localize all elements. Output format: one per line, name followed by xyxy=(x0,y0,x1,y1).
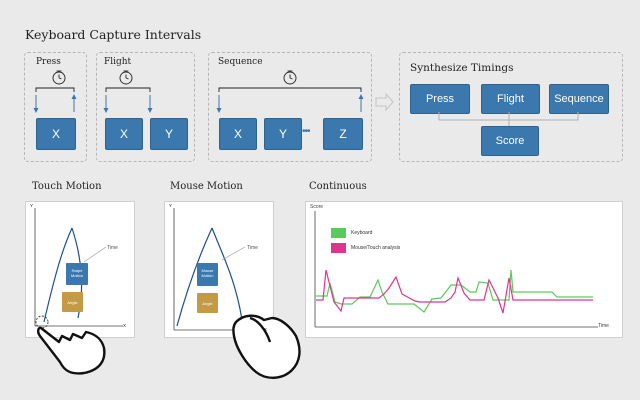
flight-group xyxy=(96,52,195,162)
mouse-motion-title: Mouse Motion xyxy=(170,181,243,192)
continuous-panel xyxy=(305,201,623,338)
touch-angle-box xyxy=(62,292,83,312)
legend-keyboard-swatch xyxy=(331,228,346,238)
touch-point-icon xyxy=(35,315,49,329)
press-key-x: X xyxy=(36,118,76,150)
press-bracket xyxy=(35,70,75,92)
touch-hand-icon xyxy=(37,326,106,375)
continuous-x-label: Time xyxy=(598,323,609,329)
continuous-y-label: Score xyxy=(310,204,324,210)
mouse-trajectory-a xyxy=(176,227,213,327)
flight-bracket xyxy=(105,70,151,92)
flow-arrow-icon xyxy=(375,92,394,112)
touch-motion-title: Touch Motion xyxy=(32,181,102,192)
synth-score-button: Score xyxy=(481,126,539,156)
mouse-touch-series xyxy=(316,269,593,314)
press-group xyxy=(24,52,87,162)
mouse-swipe-label: Mouse Motion xyxy=(201,268,214,278)
touch-time-label: Time xyxy=(107,245,118,251)
synth-connector xyxy=(438,112,579,126)
touch-y-label: Y xyxy=(30,203,34,208)
flight-label: Flight xyxy=(104,57,132,67)
mouse-angle-label: Angle xyxy=(202,301,213,306)
touch-swipe-box xyxy=(66,263,88,285)
legend-mouse-label: Mouse/Touch analysis xyxy=(351,245,401,251)
mouse-swipe-box xyxy=(197,263,218,286)
synth-sequence-button: Sequence xyxy=(549,84,609,114)
synthesize-title: Synthesize Timings xyxy=(410,62,514,74)
mouse-hand-icon xyxy=(232,314,301,379)
keyboard-series xyxy=(316,269,593,313)
page-title: Keyboard Capture Intervals xyxy=(25,27,202,42)
touch-angle-label: Angle xyxy=(67,300,78,305)
sequence-group xyxy=(208,52,372,162)
sequence-ellipsis: ••• xyxy=(302,126,310,137)
touch-swipe-label: Swipe Motion xyxy=(70,268,83,278)
continuous-axes xyxy=(314,211,598,328)
mouse-time-label: Time xyxy=(247,245,258,251)
synth-press-button: Press xyxy=(410,84,470,114)
sequence-bracket xyxy=(218,70,362,92)
sequence-label: Sequence xyxy=(218,57,263,67)
touch-axes xyxy=(34,208,123,327)
mouse-y-label: Y xyxy=(169,203,173,208)
mouse-axes xyxy=(173,208,264,331)
sequence-key-y: Y xyxy=(264,118,302,150)
mouse-x-label: X xyxy=(264,327,268,332)
synth-flight-button: Flight xyxy=(481,84,540,114)
mouse-time-leader xyxy=(221,246,246,261)
touch-x-label: X xyxy=(123,323,127,328)
mouse-trajectory-b xyxy=(211,227,243,321)
mouse-angle-box xyxy=(197,293,218,313)
flight-key-x: X xyxy=(105,118,143,150)
legend-mouse-swatch xyxy=(331,243,346,253)
touch-trajectory-a xyxy=(43,227,73,323)
synthesize-group xyxy=(399,52,623,162)
continuous-title: Continuous xyxy=(309,181,367,192)
touch-time-leader xyxy=(83,246,107,263)
flight-key-y: Y xyxy=(150,118,188,150)
legend-keyboard-label: Keyboard xyxy=(351,230,373,236)
sequence-key-z: Z xyxy=(323,118,363,150)
sequence-key-x: X xyxy=(219,118,257,150)
press-label: Press xyxy=(36,57,61,67)
